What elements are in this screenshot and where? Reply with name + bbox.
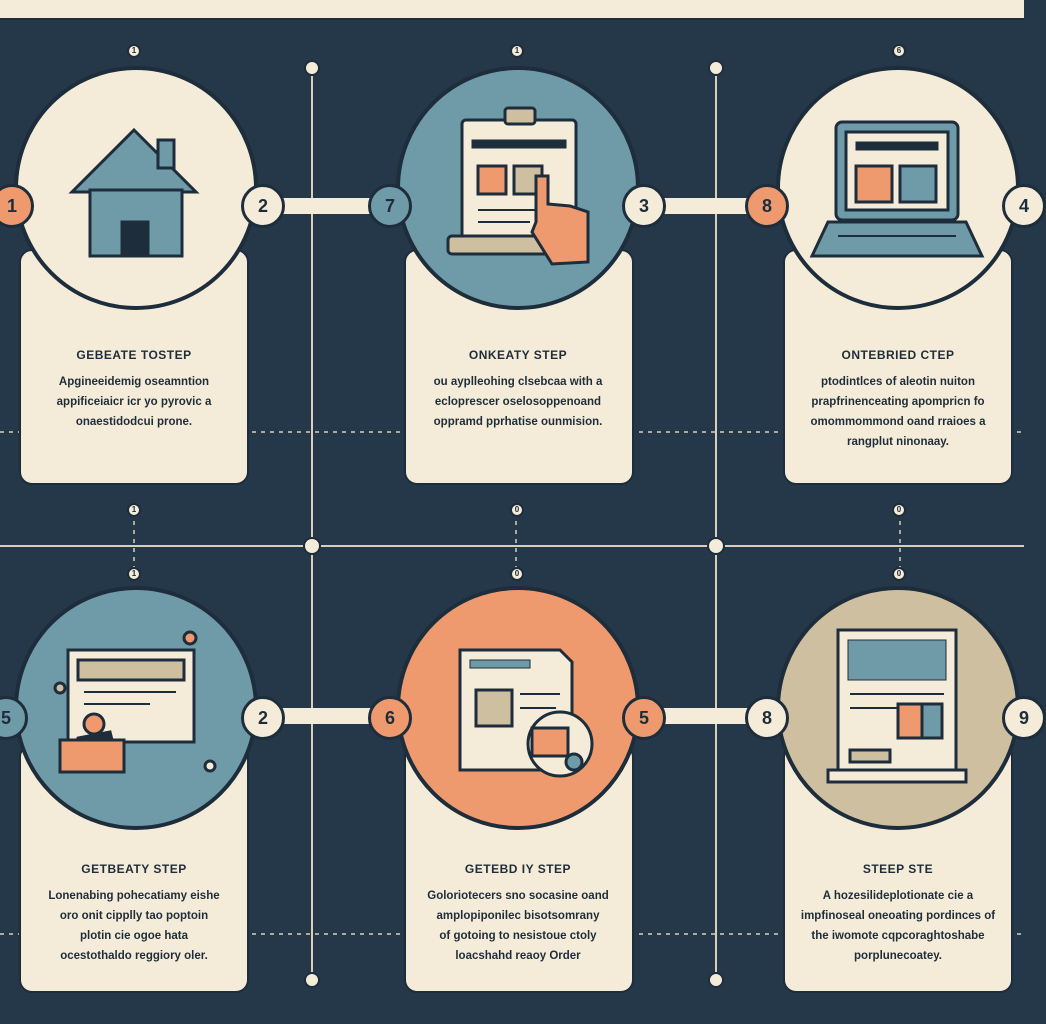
step-number-badge: 8 bbox=[745, 696, 789, 740]
connector-lines bbox=[0, 68, 1024, 980]
step-number-badge: 4 bbox=[1002, 184, 1046, 228]
node-marker: 1 bbox=[127, 567, 141, 581]
step-title: STEEP STE bbox=[862, 862, 934, 876]
top-band bbox=[0, 0, 1024, 20]
step-number-badge: 8 bbox=[745, 184, 789, 228]
node-marker: 0 bbox=[510, 503, 524, 517]
step-card-2: ONKEATY STEP ou ayplleohing clsebcaa with… bbox=[418, 348, 618, 432]
step-number-badge: 9 bbox=[1002, 696, 1046, 740]
step-number-badge: 1 bbox=[0, 184, 34, 228]
grid-nodes bbox=[303, 60, 725, 988]
node-marker: 0 bbox=[510, 567, 524, 581]
step-title: GEBEATE TOSTEP bbox=[76, 348, 192, 362]
step-number-badge: 2 bbox=[241, 184, 285, 228]
node-marker: 1 bbox=[127, 44, 141, 58]
presenter-icon bbox=[53, 630, 217, 774]
house-icon bbox=[68, 127, 200, 258]
connector-bars bbox=[280, 198, 760, 724]
step-card-5: GETEBD IY STEP Goloriotecers sno socasine… bbox=[418, 862, 618, 966]
node-marker: 0 bbox=[892, 567, 906, 581]
step-number-badge: 5 bbox=[622, 696, 666, 740]
laptop-icon bbox=[809, 120, 985, 258]
step-title: ONTEBRIED CTEP bbox=[841, 348, 955, 362]
step-number-badge: 7 bbox=[368, 184, 412, 228]
node-marker: 0 bbox=[892, 503, 906, 517]
diagram-canvas bbox=[0, 60, 1024, 993]
tablet-touch-icon bbox=[446, 106, 590, 266]
node-marker: 1 bbox=[127, 503, 141, 517]
node-marker: 6 bbox=[892, 44, 906, 58]
dotted-guides bbox=[0, 431, 1024, 935]
node-marker: 1 bbox=[510, 44, 524, 58]
step-title: ONKEATY STEP bbox=[468, 348, 568, 362]
report-icon bbox=[826, 628, 968, 784]
step-title: GETBEATY STEP bbox=[81, 862, 187, 876]
step-card-4: GETBEATY STEP Lonenabing pohecatiamy eish… bbox=[34, 862, 234, 966]
document-badge-icon bbox=[458, 648, 594, 778]
step-number-badge: 2 bbox=[241, 696, 285, 740]
step-card-3: ONTEBRIED CTEP ptodintlces of aleotin nui… bbox=[798, 348, 998, 452]
step-number-badge: 6 bbox=[368, 696, 412, 740]
step-number-badge: 3 bbox=[622, 184, 666, 228]
step-title: GETEBD IY STEP bbox=[464, 862, 572, 876]
